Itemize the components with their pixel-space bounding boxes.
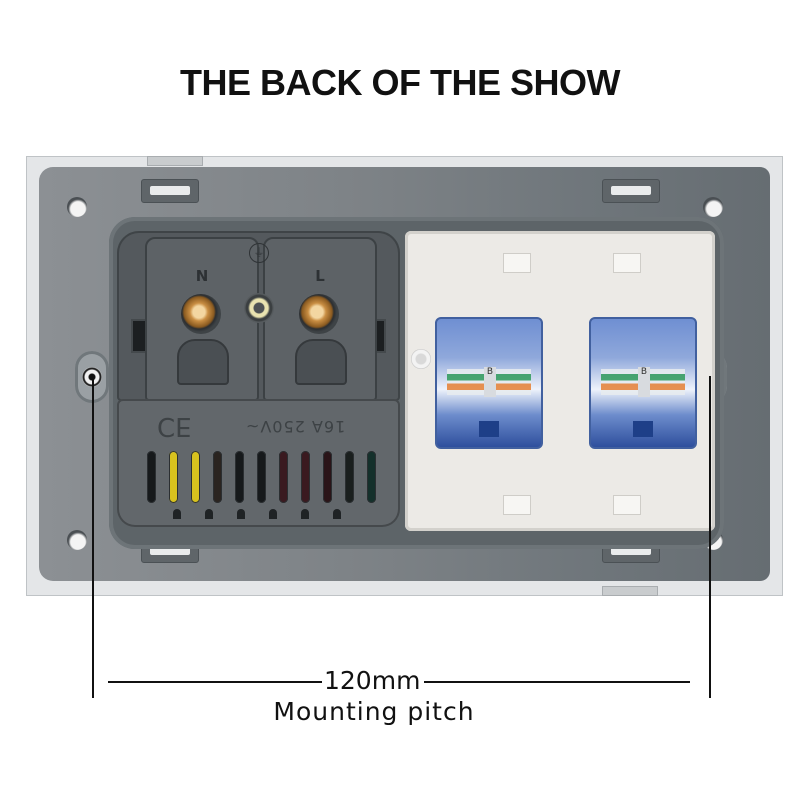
- dimension-line-left: [108, 681, 324, 683]
- vent-slot: [367, 451, 376, 503]
- terminal-screw-icon: [299, 294, 339, 334]
- vent-slot: [279, 451, 288, 503]
- bump: [301, 509, 309, 519]
- latch: [633, 421, 653, 437]
- latch: [479, 421, 499, 437]
- vent-slot: [257, 451, 266, 503]
- back-plate: N L ⏚ CE 16A 250V~: [26, 156, 783, 596]
- vent-slot: [323, 451, 332, 503]
- earth-icon: ⏚: [249, 243, 269, 263]
- vent-slot: [345, 451, 354, 503]
- terminal-cap: [177, 339, 229, 385]
- dimension-caption: Mounting pitch: [273, 697, 475, 726]
- retaining-clip: [602, 179, 660, 203]
- vent-slot: [191, 451, 200, 503]
- corner-hole-icon: [67, 197, 87, 217]
- retaining-clip: [141, 179, 199, 203]
- terminal-neutral-label: N: [195, 267, 209, 285]
- terminal-cap: [295, 339, 347, 385]
- page-title: THE BACK OF THE SHOW: [180, 62, 620, 103]
- dimension-value: 120mm: [322, 666, 423, 695]
- terminal-neutral: N: [145, 237, 259, 401]
- bump: [269, 509, 277, 519]
- frame-post: [503, 495, 531, 515]
- rj45-keystone-2: B: [589, 317, 697, 449]
- data-module: B B: [405, 231, 715, 531]
- edge-tab: [147, 156, 203, 166]
- extension-line-left: [92, 376, 94, 698]
- socket-terminal-block: N L ⏚: [117, 231, 400, 401]
- vent-slot: [213, 451, 222, 503]
- vent-slots: [147, 451, 376, 503]
- socket-housing: CE 16A 250V~: [117, 399, 400, 527]
- corner-hole-icon: [703, 197, 723, 217]
- power-socket-module: N L ⏚ CE 16A 250V~: [117, 231, 400, 531]
- keystone-label: B: [638, 367, 650, 397]
- pivot-icon: [411, 349, 431, 369]
- rating-label: 16A 250V~: [245, 417, 346, 436]
- vent-slot: [147, 451, 156, 503]
- rj45-keystone-1: B: [435, 317, 543, 449]
- terminal-live-label: L: [315, 267, 325, 285]
- bump: [237, 509, 245, 519]
- edge-tab: [602, 586, 658, 596]
- frame-post: [503, 253, 531, 273]
- bump: [333, 509, 341, 519]
- corner-hole-icon: [67, 530, 87, 550]
- terminal-live: L: [263, 237, 377, 401]
- housing-bumps: [173, 509, 341, 519]
- vent-slot: [169, 451, 178, 503]
- vent-slot: [301, 451, 310, 503]
- extension-line-right: [709, 376, 711, 698]
- frame-post: [613, 495, 641, 515]
- frame-post: [613, 253, 641, 273]
- vent-slot: [235, 451, 244, 503]
- terminal-screw-icon: [181, 294, 221, 334]
- dimension-line-right: [424, 681, 690, 683]
- plate-body: N L ⏚ CE 16A 250V~: [39, 167, 770, 581]
- bump: [205, 509, 213, 519]
- earth-screw-icon: [244, 293, 274, 323]
- keystone-label: B: [484, 367, 496, 397]
- ce-mark: CE: [157, 411, 192, 441]
- bump: [173, 509, 181, 519]
